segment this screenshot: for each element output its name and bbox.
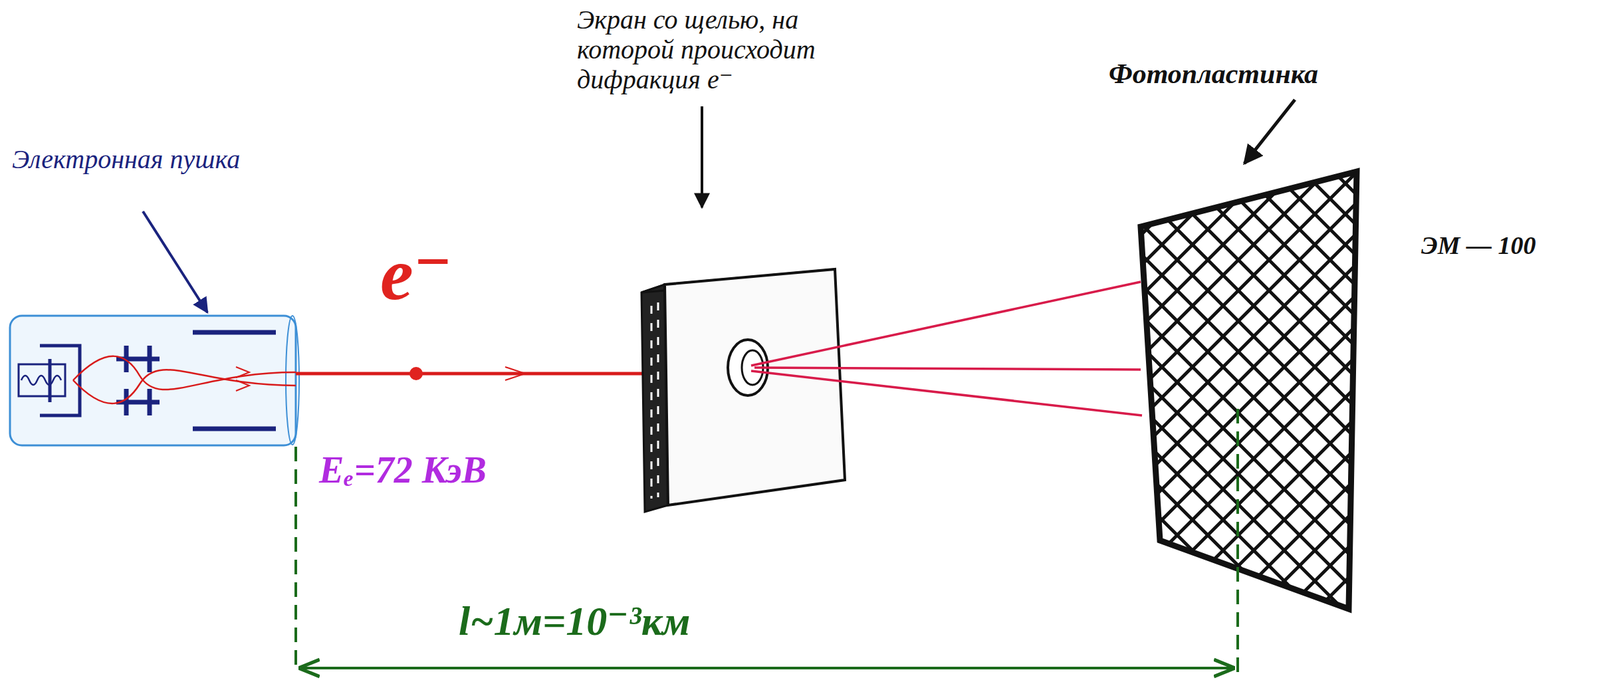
filament (18, 364, 66, 397)
gun-pointer (142, 211, 208, 313)
dimension-line (300, 666, 1234, 670)
extension-line (1236, 408, 1240, 673)
extension-line (294, 446, 298, 673)
slit-screen (641, 269, 845, 512)
ray (751, 281, 1141, 366)
photo-plate (1140, 171, 1357, 609)
electron-beam (295, 372, 645, 376)
screen-face (664, 269, 845, 506)
beam-arrow (505, 366, 526, 381)
focusing-electrodes (116, 345, 160, 416)
electron-gun (9, 315, 300, 446)
energy-label: Eₑ=72 КэВ (319, 449, 487, 492)
screen-edge-texture (651, 302, 659, 499)
gun-mouth (285, 315, 300, 445)
ray (754, 367, 1141, 370)
model-label: ЭМ — 100 (1421, 231, 1537, 260)
gun-housing (9, 315, 296, 446)
part-label: Электронная пушка (11, 144, 240, 175)
part-label: Фотопластинка (1108, 58, 1319, 90)
ray (751, 370, 1143, 416)
part-label: Экран со щелью, на которой происходит ди… (576, 5, 890, 95)
plate-frame (1140, 171, 1357, 609)
dimension-label: l~1м=10⁻³км (458, 598, 691, 645)
particle-label: e⁻ (380, 232, 453, 316)
electron-path (73, 369, 296, 404)
beam-arrow (235, 366, 250, 391)
electron-dot (409, 366, 423, 381)
plate-pointer (1244, 99, 1295, 164)
filament-coil (21, 375, 62, 385)
diffracted-rays (751, 281, 1143, 416)
distance-dimension (295, 408, 1238, 673)
screen-pointer (700, 106, 704, 208)
